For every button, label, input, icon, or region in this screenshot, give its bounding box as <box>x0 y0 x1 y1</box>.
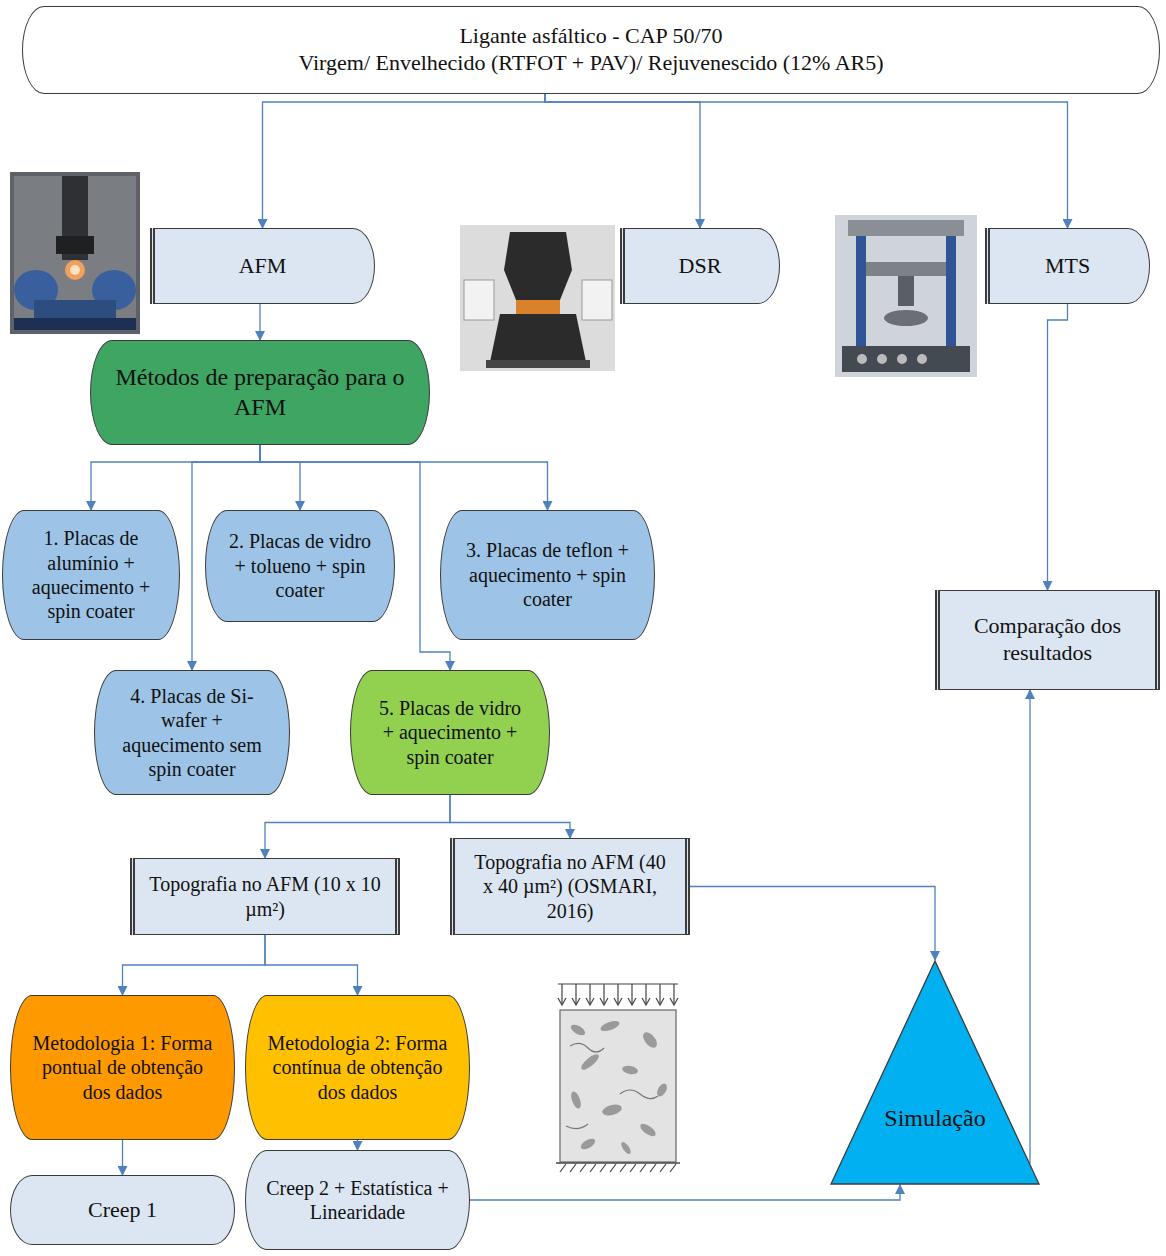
test-box: MTS <box>985 228 1150 304</box>
node-text: Ligante asfáltico - CAP 50/70 <box>459 23 722 50</box>
method-box: 3. Placas de teflon + aquecimento + spin… <box>440 510 655 640</box>
mts-photo <box>835 215 977 377</box>
method-box: Metodologia 2: Forma contínua de obtençã… <box>245 995 470 1140</box>
node-text: Metodologia 1: Forma pontual de obtenção… <box>31 1031 214 1104</box>
method-box: 5. Placas de vidro + aquecimento + spin … <box>350 670 550 795</box>
node-text: Metodologia 2: Forma contínua de obtençã… <box>266 1031 449 1104</box>
simulation-triangle: Simulação <box>830 960 1040 1185</box>
method-box: Metodologia 1: Forma pontual de obtenção… <box>10 995 235 1140</box>
flow-arrow <box>265 935 358 995</box>
node-text: 5. Placas de vidro + aquecimento + spin … <box>371 696 529 769</box>
method-box: 4. Placas de Si-wafer + aquecimento sem … <box>94 670 290 795</box>
test-box: AFM <box>150 228 375 304</box>
process-box: Comparação dos resultados <box>935 590 1160 690</box>
node-text: Virgem/ Envelhecido (RTFOT + PAV)/ Rejuv… <box>298 50 883 77</box>
flow-arrow <box>260 445 300 510</box>
method-box: 2. Placas de vidro + tolueno + spin coat… <box>205 510 395 622</box>
process-box: Métodos de preparação para o AFM <box>90 340 430 445</box>
node-text: Creep 1 <box>88 1197 157 1224</box>
flow-arrow <box>260 445 548 510</box>
flow-arrow <box>123 935 266 995</box>
triangle-shape <box>831 961 1039 1184</box>
flow-arrow <box>259 304 260 340</box>
dsr-photo <box>460 225 615 371</box>
node-text: AFM <box>239 253 287 280</box>
flow-arrow <box>91 445 260 510</box>
flow-arrow <box>545 94 1068 228</box>
node-text: Creep 2 + Estatística + Linearidade <box>266 1176 449 1225</box>
sample-illustration <box>556 984 680 1172</box>
input-box: Ligante asfáltico - CAP 50/70Virgem/ Env… <box>22 6 1160 94</box>
flow-arrow <box>470 1185 900 1200</box>
process-box: Topografia no AFM (40 x 40 µm²) (OSMARI,… <box>450 838 690 935</box>
node-text: Topografia no AFM (10 x 10 µm²) <box>149 872 381 921</box>
afm-photo <box>10 172 140 334</box>
flow-arrow <box>263 94 546 228</box>
flow-arrow <box>357 1140 358 1150</box>
node-text: Comparação dos resultados <box>954 613 1141 667</box>
test-box: DSR <box>620 228 780 304</box>
flow-arrow <box>690 887 935 961</box>
method-box: 1. Placas de alumínio + aquecimento + sp… <box>2 510 180 640</box>
node-text: MTS <box>1045 253 1090 280</box>
flow-arrow <box>265 795 450 858</box>
result-box: Creep 2 + Estatística + Linearidade <box>245 1150 470 1250</box>
flow-arrow <box>545 94 700 228</box>
triangle-outline <box>830 960 1040 1185</box>
flow-arrow <box>122 1140 123 1175</box>
flow-arrow <box>1048 304 1068 590</box>
flow-arrow <box>1029 690 1030 1164</box>
process-box: Topografia no AFM (10 x 10 µm²) <box>130 858 400 935</box>
node-text: 4. Placas de Si-wafer + aquecimento sem … <box>115 684 269 782</box>
node-text: 2. Placas de vidro + tolueno + spin coat… <box>226 529 374 602</box>
result-box: Creep 1 <box>10 1175 235 1245</box>
node-text: Topografia no AFM (40 x 40 µm²) (OSMARI,… <box>469 850 671 923</box>
node-text: Simulação <box>884 1104 985 1133</box>
node-text: Métodos de preparação para o AFM <box>111 363 409 422</box>
node-text: 3. Placas de teflon + aquecimento + spin… <box>461 538 634 611</box>
node-text: 1. Placas de alumínio + aquecimento + sp… <box>23 526 159 624</box>
node-text: DSR <box>679 253 722 280</box>
flow-arrow <box>450 795 570 838</box>
